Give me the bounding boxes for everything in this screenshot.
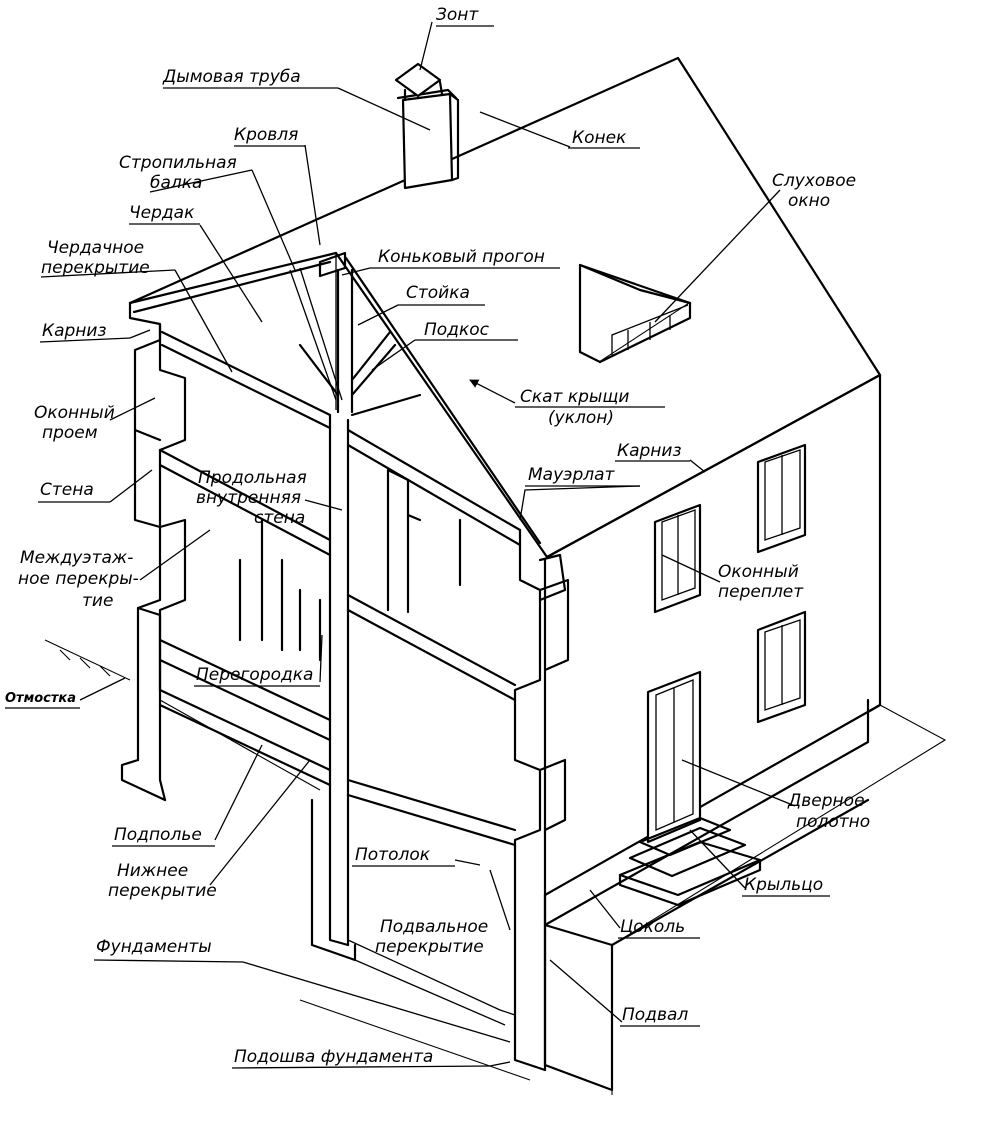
label-karniz-right: Карниз	[617, 441, 681, 461]
label-slukhovoe-1: Слуховое	[772, 171, 856, 191]
label-cherdachnoe-1: Чердачное	[47, 238, 144, 258]
label-mezhduetazh-3: тие	[82, 591, 113, 611]
labels: Зонт Дымовая труба Кровля Конек Стропиль…	[5, 5, 870, 1069]
label-konek: Конек	[572, 128, 627, 148]
chimney	[394, 62, 460, 190]
basement	[44, 639, 947, 1095]
central-wall	[238, 413, 357, 962]
label-podkos: Подкос	[424, 320, 490, 340]
label-prodolnaya-2: внутренняя	[196, 488, 301, 508]
label-mezhduetazh-2: ное перекры-	[18, 569, 139, 589]
label-stena: Стена	[40, 480, 94, 500]
label-podpole: Подполье	[114, 825, 202, 845]
label-mauerlat: Мауэрлат	[528, 465, 616, 485]
label-otmostka: Отмостка	[5, 691, 76, 706]
label-tsokol: Цоколь	[620, 917, 685, 937]
label-karniz-left: Карниз	[42, 321, 106, 341]
label-skat-1: Скат крыщи	[520, 387, 629, 407]
label-podvalnoe-1: Подвальное	[380, 917, 488, 937]
label-podvalnoe-2: перекрытие	[375, 937, 484, 957]
label-dymovaya-truba: Дымовая труба	[162, 67, 301, 87]
label-prodolnaya-3: стена	[254, 508, 305, 528]
label-dvernoe-2: полотно	[796, 812, 870, 832]
facade	[543, 373, 882, 927]
label-zont: Зонт	[436, 5, 479, 25]
label-mezhduetazh-1: Междуэтаж-	[20, 548, 133, 568]
label-cherdak: Чердак	[129, 203, 195, 223]
label-prodolnaya-1: Продольная	[198, 468, 307, 488]
label-stoika: Стойка	[406, 283, 470, 303]
label-stropilnaya-2: балка	[150, 173, 202, 193]
label-peregorodka: Перегородка	[196, 665, 313, 685]
label-slukhovoe-2: окно	[788, 191, 830, 211]
label-skat-2: (уклон)	[548, 408, 614, 428]
label-potolok: Потолок	[355, 845, 431, 865]
label-podoshva: Подошва фундамента	[234, 1047, 433, 1067]
label-stropilnaya-1: Стропильная	[119, 153, 237, 173]
leader-lines	[79, 21, 796, 1067]
label-dvernoe-1: Дверное	[787, 791, 865, 811]
label-nizhnee-2: перекрытие	[108, 881, 217, 901]
label-podval: Подвал	[622, 1005, 688, 1025]
label-fundamenty: Фундаменты	[96, 937, 212, 957]
right-interior	[346, 428, 522, 847]
label-okonnyi-pereplet-2: переплет	[718, 582, 804, 602]
label-nizhnee-1: Нижнее	[117, 861, 188, 881]
right-wall	[513, 528, 570, 1072]
label-okonnyi-pereplet-1: Оконный	[718, 562, 799, 582]
label-konkovyi-progon: Коньковый прогон	[378, 247, 545, 267]
dormer-window	[578, 263, 692, 364]
label-krylco: Крыльцо	[744, 875, 823, 895]
label-okonnyi-proem-1: Оконный	[34, 403, 115, 423]
label-krovlya: Кровля	[234, 125, 298, 145]
left-wall	[120, 301, 332, 802]
label-okonnyi-proem-2: проем	[42, 423, 98, 443]
label-cherdachnoe-2: перекрытие	[41, 258, 150, 278]
